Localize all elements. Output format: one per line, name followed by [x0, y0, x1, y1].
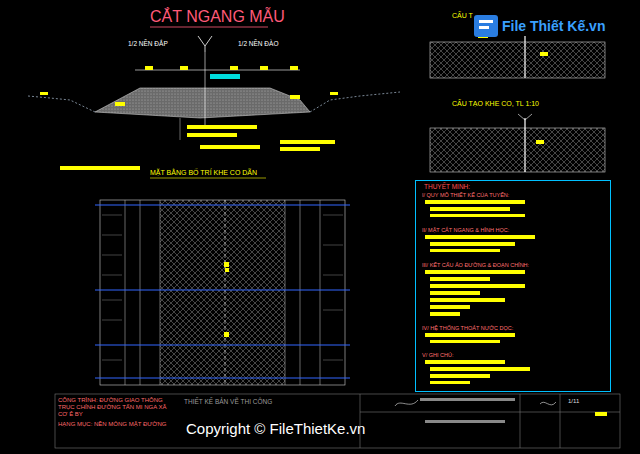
- detail-title: CẤU T: [452, 12, 473, 20]
- section-label: 1/2 NỀN ĐẮP: [128, 40, 168, 47]
- section-heading: IV/ HỆ THỐNG THOÁT NƯỚC DỌC:: [422, 325, 513, 331]
- title-block-cell: CÔNG TRÌNH: ĐƯỜNG GIAO THÔNG TRỤC CHÍNH …: [55, 394, 180, 448]
- title-block-text: HẠNG MỤC: NỀN MÓNG MẶT ĐƯỜNG: [58, 421, 177, 428]
- sheet-number: 1/11: [568, 398, 579, 405]
- plan-title: MẶT BẰNG BỐ TRÍ KHE CO DÃN: [150, 169, 257, 177]
- section-heading: I/ QUY MÔ THIẾT KẾ CỦA TUYẾN:: [422, 192, 509, 198]
- section-label: 1/2 NỀN ĐÀO: [238, 40, 278, 47]
- title-block-text: THIẾT KẾ BẢN VẼ THI CÔNG: [184, 398, 355, 406]
- section-heading: III/ KẾT CẤU ÁO ĐƯỜNG & ĐOẠN CHÍNH:: [422, 262, 529, 268]
- drawing-title: CẮT NGANG MẪU: [150, 8, 285, 26]
- section-heading: V/ GHI CHÚ:: [422, 352, 453, 358]
- detail-title: CẤU TẠO KHE CO, TL 1:10: [452, 100, 539, 108]
- panel-heading: THUYẾT MINH:: [424, 183, 470, 190]
- watermark: Copyright © FileThietKe.vn: [186, 420, 365, 437]
- notes-panel: THUYẾT MINH: I/ QUY MÔ THIẾT KẾ CỦA TUYẾN…: [415, 180, 611, 392]
- title-block-text: CÔNG TRÌNH: ĐƯỜNG GIAO THÔNG TRỤC CHÍNH …: [58, 397, 177, 419]
- title-block-cell: THIẾT KẾ BẢN VẼ THI CÔNG: [182, 396, 357, 412]
- watermark: File Thiết Kế.vn: [502, 18, 605, 34]
- section-heading: II/ MẶT CẮT NGANG & HÌNH HỌC:: [422, 227, 509, 233]
